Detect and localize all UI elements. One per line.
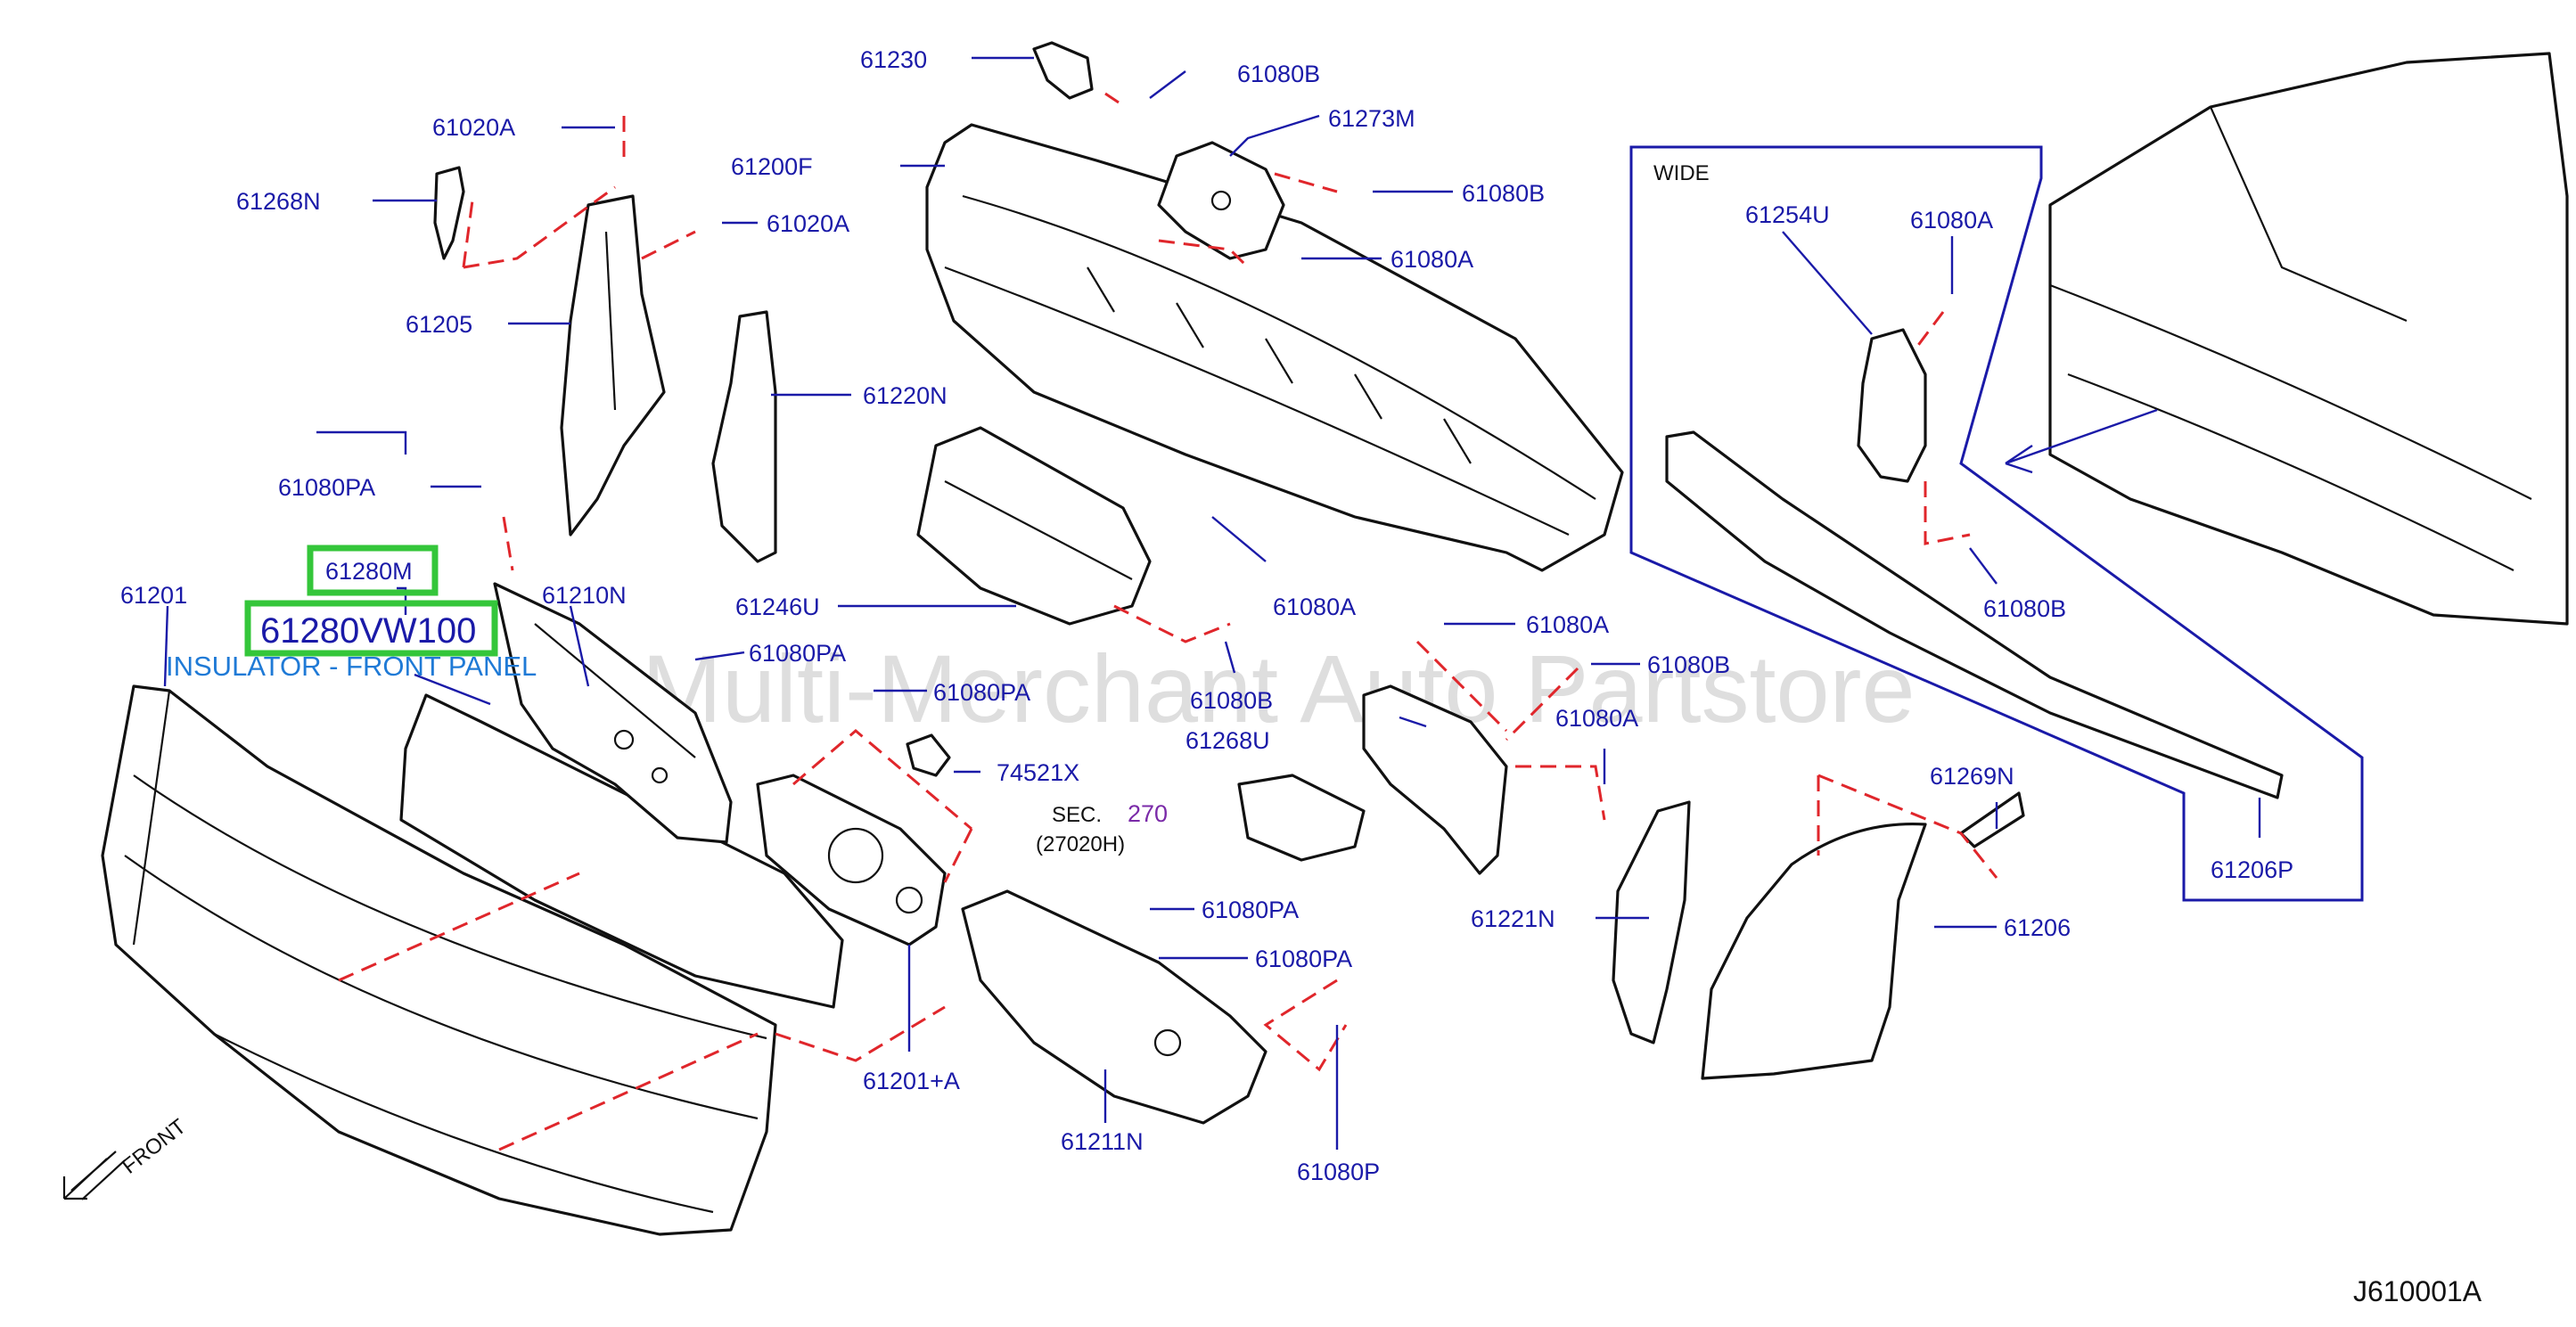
assembly-dashed-lines (338, 92, 1998, 1151)
part-label[interactable]: 61268N (236, 188, 321, 215)
part-label[interactable]: 61080PA (278, 474, 375, 501)
part-label[interactable]: 61268U (1185, 727, 1270, 754)
part-label[interactable]: 61269N (1930, 763, 2014, 790)
front-direction-arrow: FRONT (62, 1114, 191, 1200)
part-label[interactable]: 61080B (1983, 595, 2066, 622)
bracket-61211n-part (961, 889, 1267, 1125)
clip-61230-part (1032, 41, 1094, 100)
part-label[interactable]: 61220N (863, 382, 948, 409)
part-label[interactable]: 61206P (2211, 856, 2293, 883)
part-label[interactable]: 61230 (860, 46, 927, 73)
part-label[interactable]: 61246U (735, 594, 820, 620)
part-label[interactable]: 61080A (1910, 207, 1993, 233)
part-label[interactable]: 61200F (731, 153, 813, 180)
part-label[interactable]: 61080P (1297, 1159, 1380, 1185)
highlight-oem-box (244, 600, 498, 657)
fender-liner-61206-part (1701, 822, 1927, 1080)
front-label: FRONT (118, 1114, 191, 1178)
part-label[interactable]: 61211N (1061, 1128, 1144, 1155)
section-reference-code: (27020H) (1036, 832, 1125, 856)
part-label[interactable]: 61205 (406, 311, 472, 338)
bracket-61246u-part (916, 426, 1152, 626)
part-label[interactable]: 61020A (767, 210, 849, 237)
reinforcement-61201a-part (756, 774, 947, 946)
front-panel-insulator-part (399, 693, 844, 1009)
bracket-61254u-part (1857, 328, 1927, 483)
part-label[interactable]: 61080B (1190, 687, 1273, 714)
wide-label: WIDE (1653, 161, 1710, 185)
bracket-61221n-part (1612, 800, 1691, 1044)
trim-61269n-part (1959, 791, 2025, 848)
wide-pointer-arrow (2005, 408, 2158, 474)
bracket-61210n-part (493, 582, 733, 844)
wide-grille-bar-61206p-part (1665, 430, 2284, 799)
bracket-61220n-part (711, 310, 777, 563)
part-label[interactable]: 61221N (1471, 905, 1555, 932)
part-label[interactable]: 61206 (2004, 914, 2071, 941)
part-label[interactable]: 61080B (1647, 651, 1730, 678)
part-label[interactable]: 61201+A (863, 1068, 960, 1094)
diagram-code: J610001A (2353, 1275, 2482, 1307)
part-label[interactable]: 61080A (1391, 246, 1473, 273)
highlight-part-description: INSULATOR - FRONT PANEL (166, 651, 537, 682)
side-bracket-61205-part (560, 194, 666, 537)
part-label[interactable]: 61080PA (1255, 946, 1352, 972)
section-reference-number[interactable]: 270 (1128, 800, 1168, 827)
part-number-labels: 61230 61080B 61273M 61020A 61200F 61080B… (120, 46, 2293, 1185)
part-label[interactable]: 61254U (1745, 201, 1830, 228)
part-label[interactable]: 61080A (1273, 594, 1356, 620)
bracket-61273m-part (1157, 141, 1285, 260)
part-label[interactable]: 74521X (997, 759, 1079, 786)
part-label[interactable]: 61080A (1555, 705, 1638, 732)
part-label[interactable]: 61210N (542, 582, 627, 609)
section-reference-prefix: SEC. (1052, 803, 1102, 827)
wide-detail-box (1629, 145, 2364, 902)
watermark-text: Multi-Merchant Auto Partstore (642, 635, 1916, 742)
part-label[interactable]: 61080PA (1202, 897, 1299, 923)
part-label[interactable]: 61020A (432, 114, 515, 141)
bracket-61268u-part (1362, 684, 1508, 875)
part-label[interactable]: 61201 (120, 582, 187, 609)
clip-74521x-part (906, 733, 951, 777)
part-label[interactable]: 61080A (1526, 611, 1609, 638)
highlight-part-number[interactable]: 61280M (325, 558, 413, 585)
front-bumper-fascia-part (101, 684, 777, 1236)
leader-lines (163, 56, 2261, 1150)
part-label[interactable]: 61080B (1237, 61, 1320, 87)
part-label[interactable]: 61273M (1328, 105, 1415, 132)
highlight-oem-number[interactable]: 61280VW100 (260, 611, 476, 651)
cap-61268n-part (433, 166, 465, 260)
part-label[interactable]: 61080PA (933, 679, 1030, 706)
part-label[interactable]: 61080PA (749, 640, 846, 667)
highlight-part-box (307, 545, 439, 596)
vehicle-overview-illustration (2048, 52, 2569, 626)
hood-lock-sec270-part (1237, 774, 1366, 862)
part-label[interactable]: 61080B (1462, 180, 1545, 207)
